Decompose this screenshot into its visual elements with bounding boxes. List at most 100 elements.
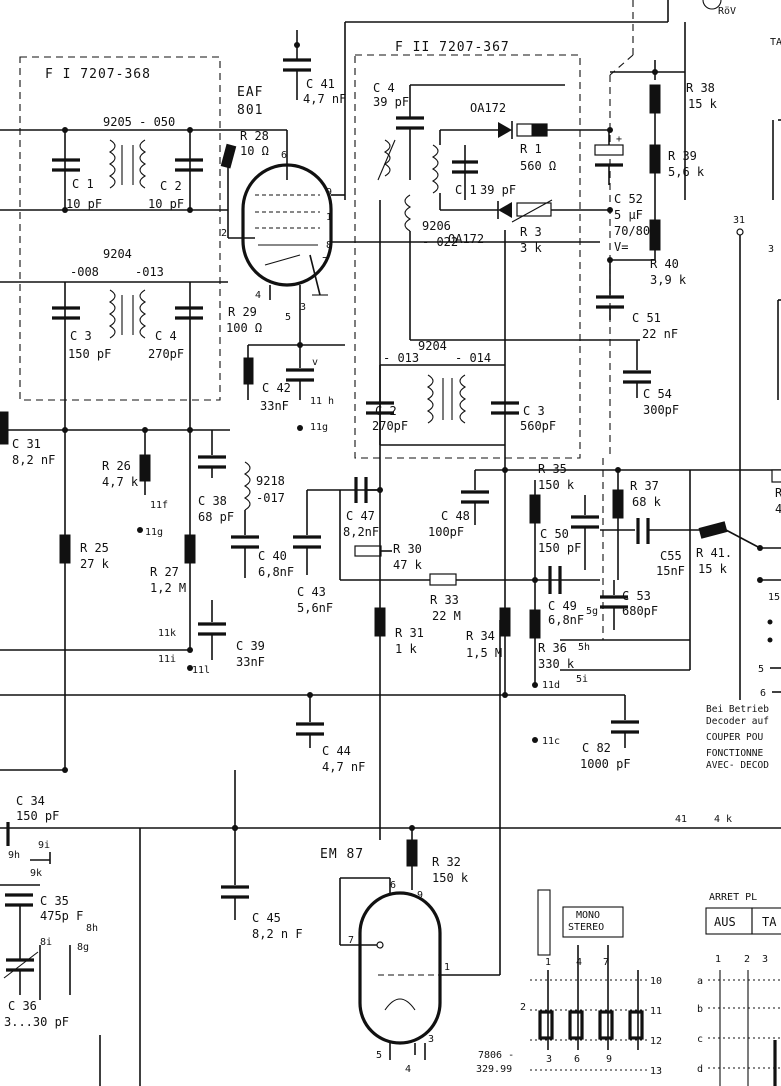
- junction-dot: [294, 42, 300, 48]
- junction-dot: [607, 257, 613, 263]
- wire-segment: [377, 139, 396, 181]
- junction-dot: [532, 737, 538, 743]
- component-body: [538, 1010, 554, 1040]
- component-label: R 30: [393, 542, 422, 556]
- component-label: 3: [300, 302, 306, 313]
- component-body: [698, 521, 728, 539]
- component-label: V=: [614, 240, 628, 254]
- component-label: C 31: [12, 437, 41, 451]
- component-label: 3,9 k: [650, 273, 687, 287]
- component-label: C 54: [643, 387, 672, 401]
- junction-dot: [297, 342, 303, 348]
- junction-dot: [62, 207, 68, 213]
- component-label: C 39: [236, 639, 265, 653]
- junction-dot: [232, 825, 238, 831]
- component-label: R 25: [80, 541, 109, 555]
- component-label: 8g: [77, 942, 89, 953]
- component-body: [594, 144, 624, 156]
- component-label: C 3: [523, 404, 545, 418]
- component-label: 329.99: [476, 1064, 512, 1075]
- component-label: 15: [768, 592, 780, 603]
- component-label: 5h: [578, 642, 590, 653]
- component-label: 150 pF: [538, 541, 581, 555]
- component-body: [649, 84, 661, 114]
- component-label: 3: [762, 954, 768, 965]
- component-label: 1 k: [395, 642, 417, 656]
- component-label: 6: [281, 150, 287, 161]
- component-label: 5g: [586, 606, 598, 617]
- diode-symbol: [498, 122, 512, 138]
- module-frame-fii: [354, 54, 581, 459]
- component-label: C 41: [306, 77, 335, 91]
- component-label: R 41.: [696, 546, 732, 560]
- component-body: [243, 357, 254, 385]
- component-label: STEREO: [568, 922, 604, 933]
- component-label: 9i: [38, 840, 50, 851]
- component-label: 475p F: [40, 909, 83, 923]
- component-label: C 47: [346, 509, 375, 523]
- component-label: 11k: [158, 628, 176, 639]
- component-label: AUS: [714, 915, 736, 929]
- component-label: 150 k: [538, 478, 575, 492]
- component-label: 10: [650, 976, 662, 987]
- component-label: - 022: [422, 235, 458, 249]
- note-line-1: Bei Betrieb: [706, 704, 769, 715]
- component-label: C 53: [622, 589, 651, 603]
- component-body: [771, 469, 781, 483]
- mono-stereo-switch[interactable]: [562, 906, 624, 938]
- component-label: -008: [70, 265, 99, 279]
- component-body: [649, 219, 661, 251]
- component-label: 6,8nF: [548, 613, 584, 627]
- coil-winding: [108, 139, 116, 189]
- component-label: OA172: [470, 101, 506, 115]
- component-label: 10 pF: [66, 197, 102, 211]
- component-label: 560 Ω: [520, 159, 556, 173]
- junction-dot: [767, 637, 773, 643]
- diode-symbol: [498, 202, 512, 218]
- component-label: C 1: [72, 177, 94, 191]
- component-label: 5: [758, 664, 764, 675]
- component-label: 6,8nF: [258, 565, 294, 579]
- component-label: 1: [545, 957, 551, 968]
- component-label: 31: [733, 215, 745, 226]
- component-label: 12: [650, 1036, 662, 1047]
- component-label: RöV: [718, 6, 736, 17]
- component-label: 3: [546, 1054, 552, 1065]
- component-label: 15 k: [698, 562, 728, 576]
- component-label: 3 k: [768, 244, 781, 255]
- component-body: [374, 607, 386, 637]
- component-label: 4: [255, 290, 261, 301]
- component-label: 8: [326, 240, 332, 251]
- component-label: 2: [221, 228, 227, 239]
- component-label: 9205 - 050: [103, 115, 175, 129]
- component-label: v: [312, 357, 318, 368]
- component-body: [354, 545, 382, 557]
- component-label: 10 pF: [148, 197, 184, 211]
- component-label: 9: [606, 1054, 612, 1065]
- component-label: COUPER POU: [706, 732, 763, 743]
- component-label: 4: [775, 502, 781, 516]
- component-label: -013: [135, 265, 164, 279]
- component-label: 3: [428, 1034, 434, 1045]
- component-label: 270pF: [148, 347, 184, 361]
- component-label: TA: [762, 915, 777, 929]
- component-label: 100 Ω: [226, 321, 262, 335]
- component-label: 300pF: [643, 403, 679, 417]
- terminal-node: [702, 0, 722, 10]
- component-body: [0, 411, 9, 445]
- component-label: -017: [256, 491, 285, 505]
- junction-dot: [502, 467, 508, 473]
- component-label: R 33: [430, 593, 459, 607]
- component-body: [499, 607, 511, 637]
- wire-segment: [725, 529, 761, 549]
- component-label: 11i: [158, 654, 176, 665]
- ta-button[interactable]: [751, 907, 781, 935]
- component-label: R 1: [520, 142, 542, 156]
- component-label: 1: [444, 962, 450, 973]
- junction-dot: [607, 127, 613, 133]
- component-label: 8,2 nF: [12, 453, 55, 467]
- component-label: ARRET PL: [709, 892, 757, 903]
- component-label: R 35: [538, 462, 567, 476]
- component-label: 13: [650, 1066, 662, 1077]
